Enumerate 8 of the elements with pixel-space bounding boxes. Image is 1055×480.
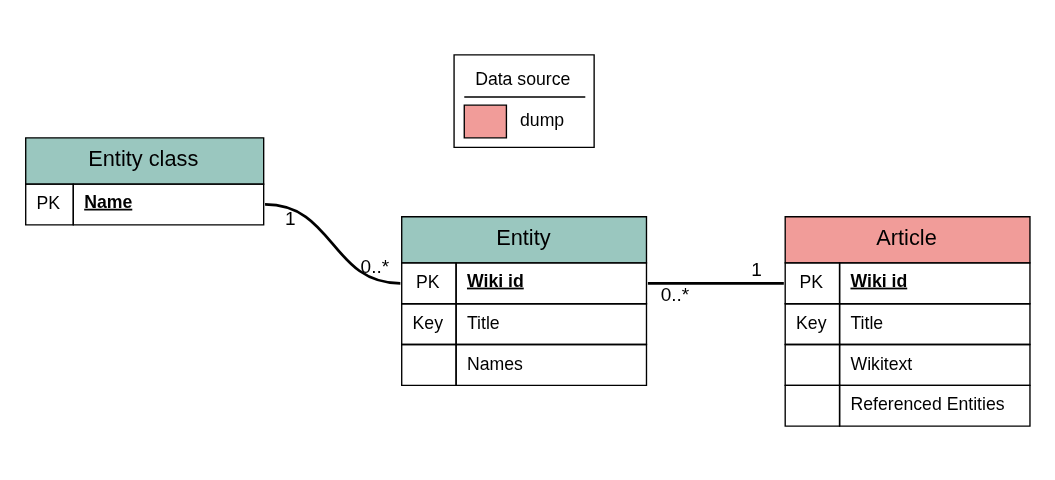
legend-label: dump [520,109,565,130]
label: 0..* [360,255,390,277]
connector [264,202,401,285]
label: 1 [285,207,296,229]
label: Data source [475,68,571,89]
connector [647,281,784,285]
label: 1 [751,258,762,280]
label: 0..* [660,283,690,305]
